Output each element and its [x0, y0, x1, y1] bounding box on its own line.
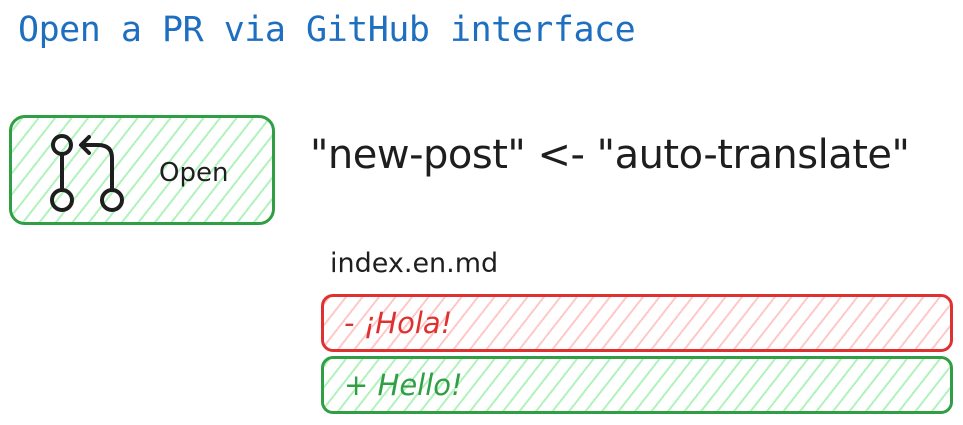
diff-removed-line: - ¡Hola!	[321, 294, 953, 352]
diff-file-name: index.en.md	[330, 248, 499, 279]
diff-added-line: + Hello!	[321, 356, 953, 414]
pr-status-badge: Open	[9, 115, 275, 225]
diagram-title: Open a PR via GitHub interface	[18, 10, 636, 50]
branch-merge-label: "new-post" <- "auto-translate"	[310, 132, 910, 178]
git-pull-request-icon	[50, 134, 124, 212]
pr-status-label: Open	[159, 158, 229, 188]
